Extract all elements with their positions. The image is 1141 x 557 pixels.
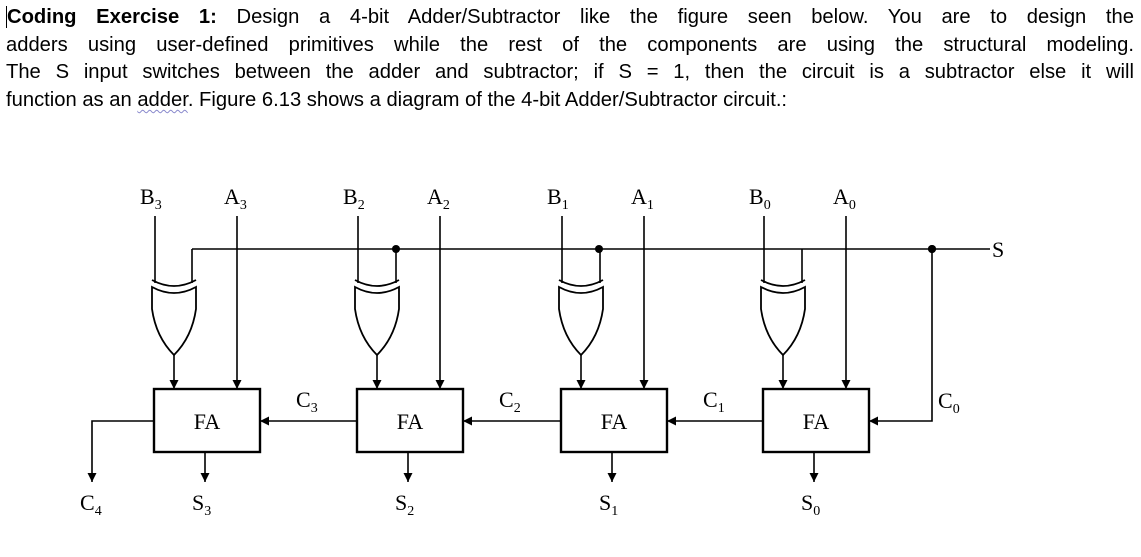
input-label-a: A0 bbox=[833, 184, 856, 213]
full-adder-label: FA bbox=[397, 409, 424, 434]
carry-in-label: C0 bbox=[938, 388, 960, 417]
wires bbox=[87, 245, 990, 482]
full-adder-box bbox=[355, 387, 465, 454]
full-adder-1: FA bbox=[355, 387, 465, 454]
full-adders: FA FA FA FA bbox=[152, 387, 871, 454]
xor-gate bbox=[558, 285, 604, 357]
full-adder-box bbox=[559, 387, 669, 454]
xor-gate-curve bbox=[354, 279, 400, 287]
input-label-b: B2 bbox=[343, 184, 365, 213]
description-text-1: Design a 4-bit Adder/Subtractor like the… bbox=[216, 6, 1134, 28]
description-text-4c: . Figure 6.13 shows a diagram of the 4-b… bbox=[187, 88, 788, 111]
carry-label: C3 bbox=[296, 387, 318, 416]
select-label: S bbox=[992, 237, 1004, 262]
full-adder-label: FA bbox=[194, 409, 221, 434]
input-label-b: B1 bbox=[547, 184, 569, 213]
sum-label: S3 bbox=[192, 490, 211, 519]
input-label-a: A2 bbox=[427, 184, 450, 213]
xor-gate bbox=[151, 285, 197, 357]
wire-carry-in bbox=[869, 249, 933, 426]
carry-label: C1 bbox=[703, 387, 725, 416]
input-label-a: A1 bbox=[631, 184, 654, 213]
full-adder-box bbox=[152, 387, 262, 454]
wire-carry-out bbox=[87, 420, 154, 482]
sum-label: S2 bbox=[395, 490, 414, 519]
carry-label: C2 bbox=[499, 387, 521, 416]
full-adder-label: FA bbox=[601, 409, 628, 434]
junction-dot bbox=[595, 245, 603, 253]
xor-gate bbox=[760, 285, 806, 357]
full-adder-box bbox=[761, 387, 871, 454]
exercise-heading: Coding Exercise 1: bbox=[7, 6, 217, 28]
xor-gate-curve bbox=[558, 279, 604, 287]
input-label-b: B0 bbox=[749, 184, 771, 213]
xor-gate bbox=[354, 285, 400, 357]
full-adder-2: FA bbox=[559, 387, 669, 454]
exercise-description: Coding Exercise 1: Design a 4-bit Adder/… bbox=[6, 4, 1134, 114]
sum-label: S1 bbox=[599, 490, 618, 519]
spellcheck-word: adder bbox=[137, 88, 188, 111]
description-line-1: Coding Exercise 1: Design a 4-bit Adder/… bbox=[6, 4, 1134, 32]
carry-out-label: C4 bbox=[80, 490, 102, 519]
description-text-4a: function as an bbox=[6, 88, 138, 111]
description-line-2: adders using user-defined primitives whi… bbox=[6, 33, 1134, 56]
full-adder-label: FA bbox=[803, 409, 830, 434]
full-adder-3: FA bbox=[761, 387, 871, 454]
full-adder-0: FA bbox=[152, 387, 262, 454]
description-line-4: function as an adder. Figure 6.13 shows … bbox=[6, 87, 1134, 115]
xor-gate-curve bbox=[760, 279, 806, 287]
input-label-a: A3 bbox=[224, 184, 247, 213]
description-line-3: The S input switches between the adder a… bbox=[6, 61, 1134, 84]
input-label-b: B3 bbox=[140, 184, 162, 213]
sum-label: S0 bbox=[801, 490, 820, 519]
xor-gate-curve bbox=[151, 279, 197, 287]
